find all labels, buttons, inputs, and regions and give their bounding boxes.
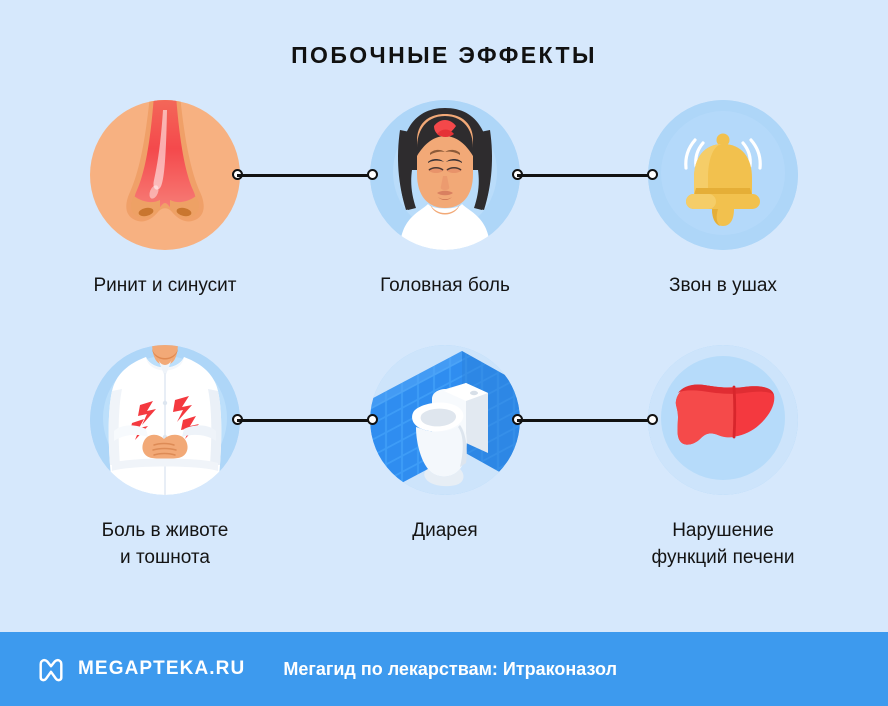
connector-line [232, 169, 378, 181]
effect-item-headache: Головная боль [315, 100, 575, 299]
effect-label: Нарушение функций печени [651, 520, 795, 568]
footer-bar: MEGAPTEKA.RU Мегагид по лекарствам: Итра… [0, 632, 888, 706]
nose-icon [90, 100, 240, 250]
effect-label: Боль в животе и тошнота [101, 520, 229, 568]
megapteka-m-logo-icon [36, 654, 66, 684]
connector-bar [517, 174, 653, 177]
connector-line [512, 414, 658, 426]
liver-icon [648, 345, 798, 495]
connector-knob [647, 169, 658, 180]
effect-item-tinnitus: Звон в ушах [593, 100, 853, 299]
connector-knob [367, 414, 378, 425]
effect-item-rhinitis: Ринит и синусит [35, 100, 295, 299]
connector-bar [517, 419, 653, 422]
connector-bar [237, 174, 373, 177]
effect-item-stomach-pain: Боль в животе и тошнота [35, 345, 295, 571]
footer-brand-name: MEGAPTEKA.RU [78, 658, 246, 679]
effect-item-diarrhea: Диарея [315, 345, 575, 544]
effect-label: Звон в ушах [669, 275, 777, 296]
connector-line [232, 414, 378, 426]
effect-label: Ринит и синусит [93, 275, 237, 296]
effect-label: Диарея [412, 520, 478, 541]
footer-caption: Мегагид по лекарствам: Итраконазол [283, 658, 618, 679]
effect-label: Головная боль [380, 275, 510, 296]
toilet-icon [370, 345, 520, 495]
connector-knob [647, 414, 658, 425]
connector-bar [237, 419, 373, 422]
connector-knob [367, 169, 378, 180]
stomach-pain-icon [90, 345, 240, 495]
effects-row-1: Ринит и синусит [0, 100, 888, 330]
page-title: ПОБОЧНЫЕ ЭФФЕКТЫ [291, 42, 597, 68]
effect-item-liver: Нарушение функций печени [593, 345, 853, 571]
ringing-bell-icon [648, 100, 798, 250]
headache-woman-icon [370, 100, 520, 250]
effects-row-2: Боль в животе и тошнота [0, 345, 888, 575]
connector-line [512, 169, 658, 181]
